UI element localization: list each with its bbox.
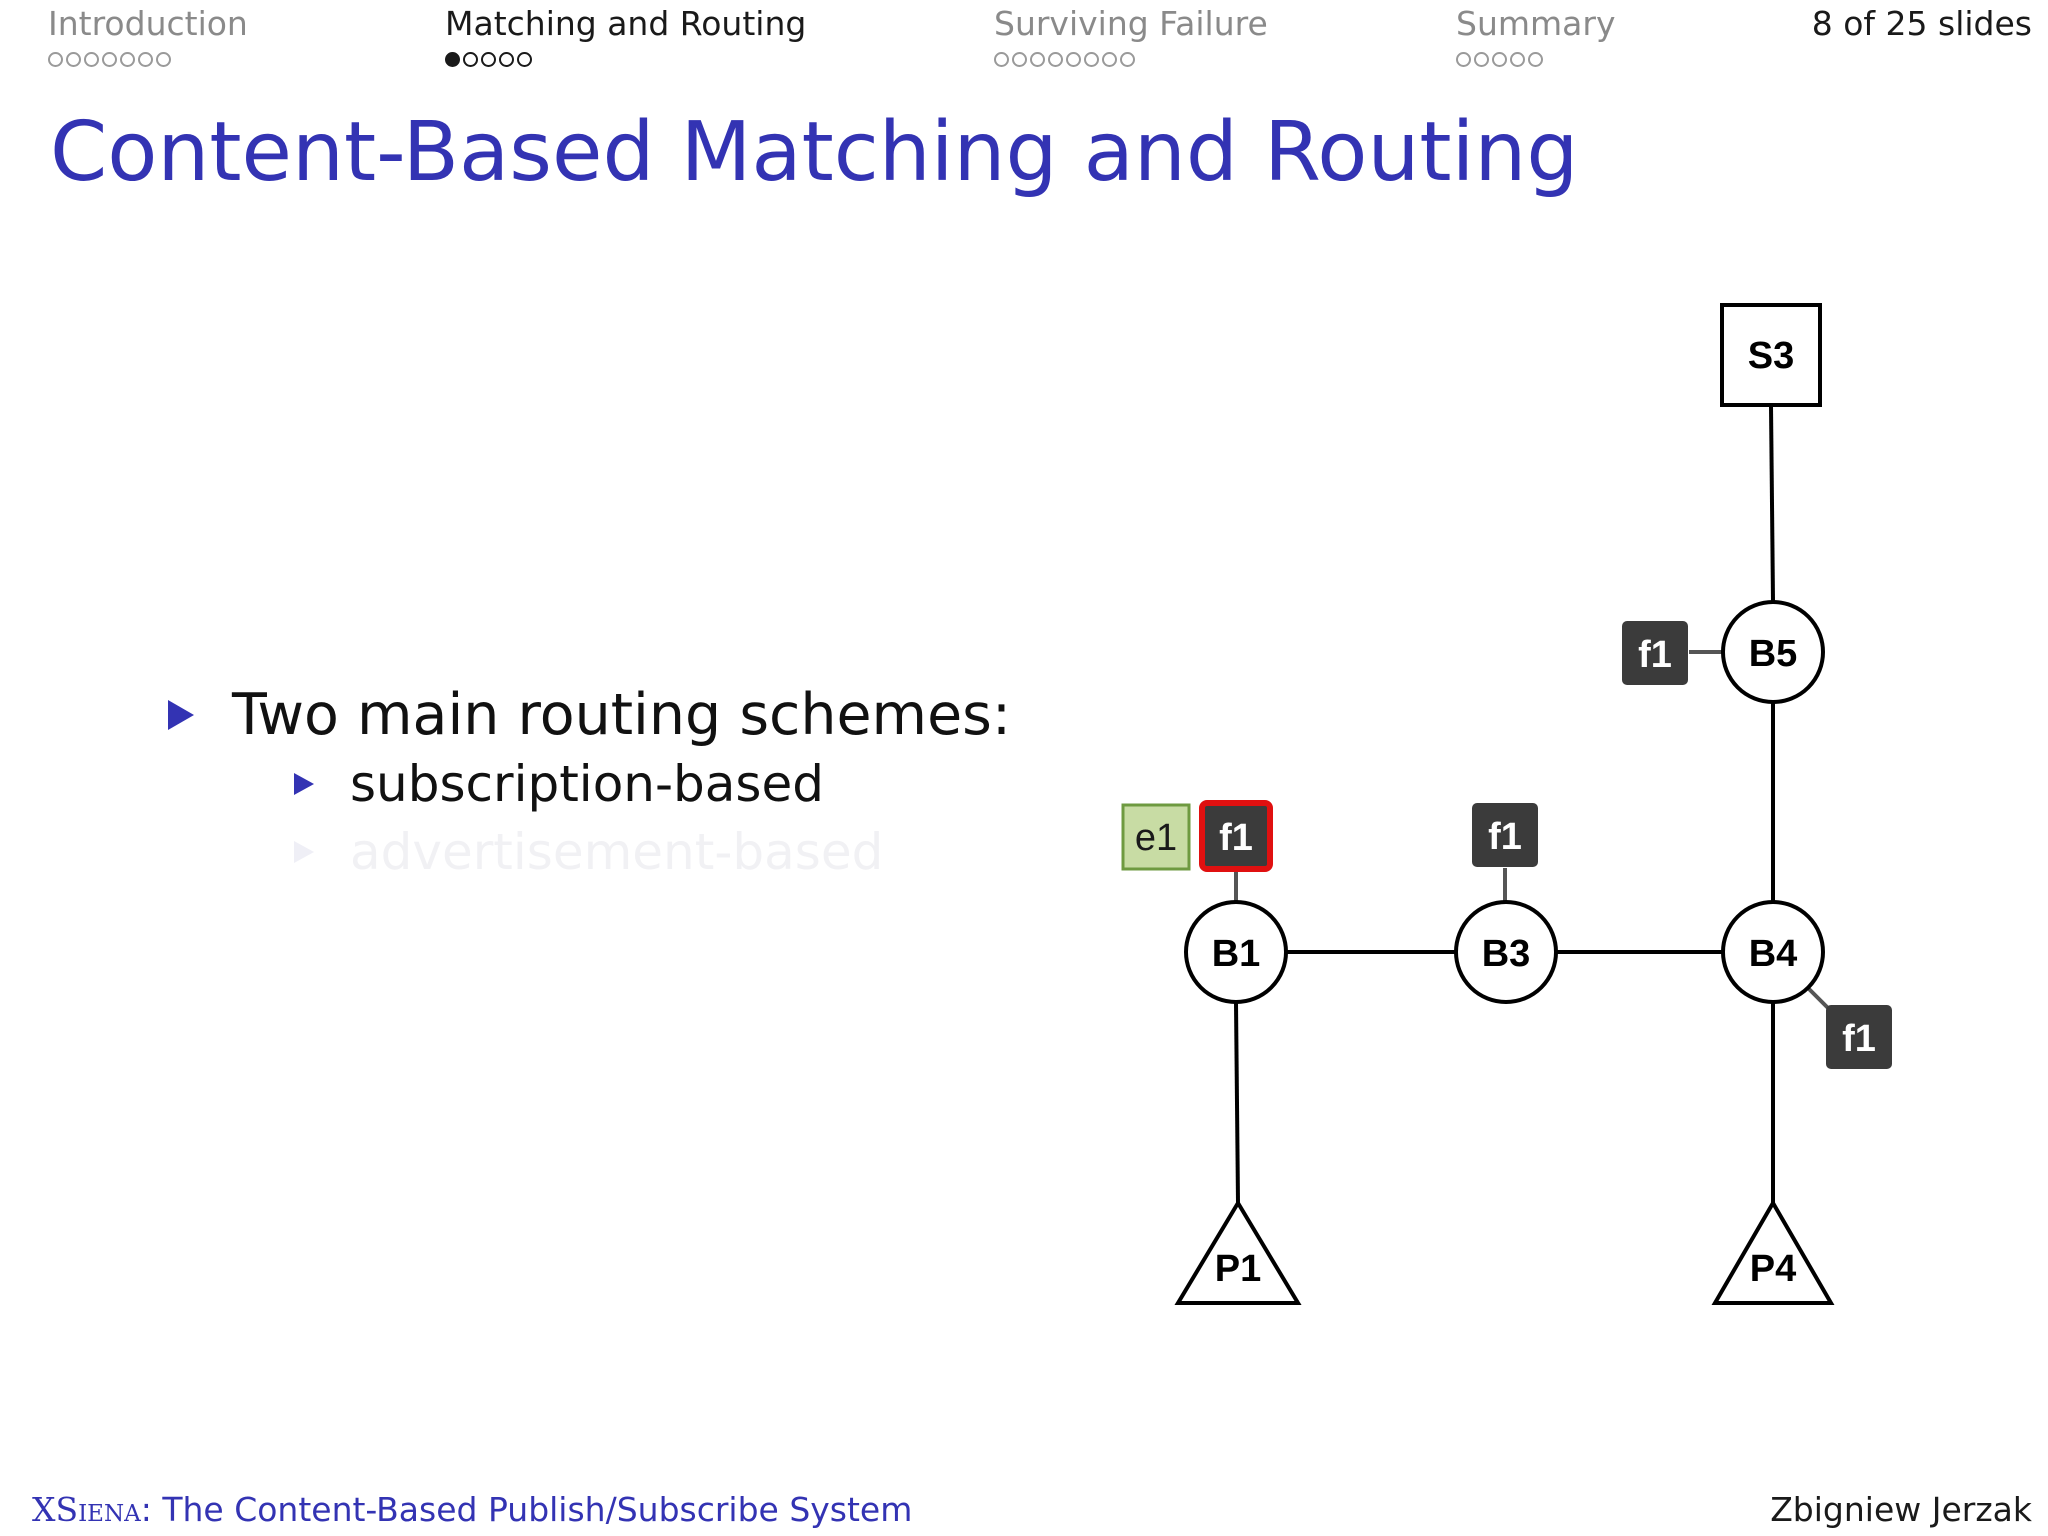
sub-bullet-text: subscription-based [350,755,824,813]
footer-author: Zbigniew Jerzak [1770,1490,2032,1529]
node-label-b5: B5 [1749,633,1798,675]
bullet-list: Two main routing schemes: subscription-b… [168,680,1011,886]
broker-b1: B1 [1184,900,1288,1004]
node-label-b3: B3 [1482,933,1531,975]
nav-dots-summary [1456,46,1615,72]
nav-dot[interactable] [1066,51,1081,67]
subscriber-s3: S3 [1720,303,1822,407]
nav-dot[interactable] [1456,51,1471,67]
nav-dot[interactable] [66,51,81,67]
filter-tag-b5: f1 [1622,621,1688,685]
link-s3-b5 [1769,405,1775,602]
node-label-p1: P1 [1215,1248,1261,1290]
node-label-s3: S3 [1748,335,1794,377]
sub-bullet-container: subscription-based advertisement-based [168,750,1011,886]
nav-dot[interactable] [463,51,478,67]
nav-dot[interactable] [138,51,153,67]
nav-dot[interactable] [156,51,171,67]
publisher-p4: P4 [1711,1199,1835,1305]
network-links [1234,405,1775,1204]
nav-dot[interactable] [1474,51,1489,67]
link-b1-p1 [1234,1002,1240,1204]
bullet-text: Two main routing schemes: [232,682,1012,748]
bullet-triangle-icon [168,700,194,730]
footer-subtitle: : The Content-Based Publish/Subscribe Sy… [140,1490,913,1529]
node-label-b1: B1 [1212,933,1261,975]
slide-title: Content-Based Matching and Routing [50,105,1579,200]
nav-section-summary[interactable]: Summary [1456,2,1615,72]
slide-counter: 8 of 25 slides [1811,4,2032,43]
filter-tag-b4: f1 [1826,1005,1892,1069]
nav-dot[interactable] [1120,51,1135,67]
node-label-p4: P4 [1750,1248,1796,1290]
nav-dot[interactable] [1492,51,1507,67]
filter-tag-label: f1 [1219,817,1253,859]
filter-tag-label: f1 [1842,1018,1876,1060]
nav-dot[interactable] [499,51,514,67]
nav-section-surviving-failure[interactable]: Surviving Failure [994,2,1268,72]
broker-b4: B4 [1721,900,1825,1004]
filter-tag-label: f1 [1488,816,1522,858]
footer-presentation-title: XSiena: The Content-Based Publish/Subscr… [32,1488,912,1532]
sub-bullet-text: advertisement-based [350,823,884,881]
sub-bullet-triangle-icon [294,773,314,795]
nav-dot[interactable] [120,51,135,67]
nav-label-introduction[interactable]: Introduction [48,4,248,43]
filter-tag-b3-box [1472,803,1538,867]
broker-b4-circle [1721,900,1825,1004]
sub-bullet-list: subscription-based advertisement-based [168,750,1011,886]
subscriber-s3-box [1720,303,1822,407]
sub-bullet-subscription-based: subscription-based [294,750,1011,818]
filter-tag-b4-box [1826,1005,1892,1069]
nav-dot[interactable] [1510,51,1525,67]
nav-dot[interactable] [102,51,117,67]
sub-bullet-triangle-icon [294,841,314,863]
broker-b5: B5 [1721,600,1825,704]
event-tag-label: e1 [1135,817,1177,859]
nav-dots-surviving-failure [994,46,1268,72]
bullet-item-routing-schemes: Two main routing schemes: [168,680,1011,750]
nav-dots-matching-and-routing [445,46,806,72]
broker-b1-circle [1184,900,1288,1004]
nav-dot[interactable] [445,51,460,67]
filter-tag-b1-highlighted: f1 [1199,800,1273,872]
nav-dot[interactable] [1048,51,1063,67]
nav-dot[interactable] [1012,51,1027,67]
nav-dot[interactable] [48,51,63,67]
node-label-b4: B4 [1749,933,1798,975]
broker-b3: B3 [1454,900,1558,1004]
nav-dot[interactable] [1528,51,1543,67]
nav-section-introduction[interactable]: Introduction [48,2,248,72]
publisher-p1: P1 [1174,1199,1302,1305]
nav-dot[interactable] [84,51,99,67]
publisher-p4-triangle [1711,1199,1835,1305]
event-tag-e1-box [1121,803,1191,871]
nav-label-matching-and-routing[interactable]: Matching and Routing [445,4,807,43]
nav-dot[interactable] [517,51,532,67]
publisher-p1-triangle [1174,1199,1302,1305]
filter-tag-b1-box [1199,800,1273,872]
nav-dot[interactable] [1030,51,1045,67]
nav-label-surviving-failure[interactable]: Surviving Failure [994,4,1268,43]
filter-tag-b5-box [1622,621,1688,685]
broker-b5-circle [1721,600,1825,704]
nav-dot[interactable] [1084,51,1099,67]
footer-system-name: XSiena [32,1490,141,1529]
filter-tag-b3: f1 [1472,803,1538,867]
nav-dot[interactable] [1102,51,1117,67]
nav-label-summary[interactable]: Summary [1456,4,1616,43]
sub-bullet-advertisement-based: advertisement-based [294,818,1011,886]
nav-section-matching-and-routing[interactable]: Matching and Routing [445,2,806,72]
filter-tag-label: f1 [1638,634,1672,676]
event-tag-e1: e1 [1121,803,1191,871]
nav-dot[interactable] [481,51,496,67]
broker-b3-circle [1454,900,1558,1004]
nav-dots-introduction [48,46,248,72]
nav-dot[interactable] [994,51,1009,67]
